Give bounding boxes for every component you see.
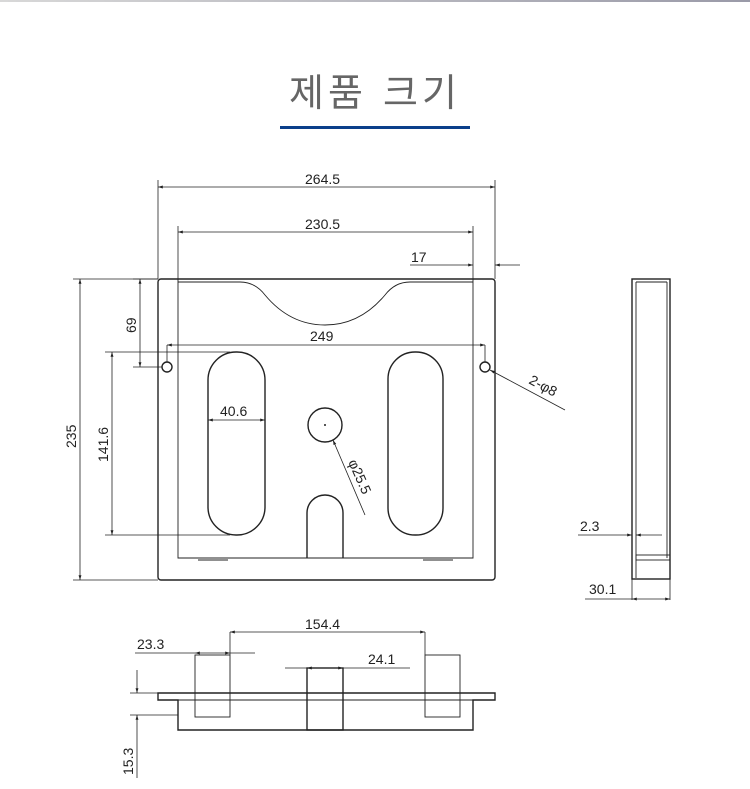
dim-depth: 30.1 (589, 581, 616, 597)
dim-mount-holes: 2-φ8 (527, 372, 561, 400)
dim-overall-width: 264.5 (305, 171, 340, 187)
dim-slot-width: 40.6 (220, 403, 247, 419)
dim-slot-width-bottom: 23.3 (137, 636, 164, 652)
dim-bottom-height: 15.3 (120, 748, 136, 775)
dim-hole-spacing: 249 (310, 328, 334, 344)
top-border (0, 0, 750, 2)
dim-slot-height: 141.6 (95, 427, 111, 462)
dim-side-margin: 17 (411, 249, 427, 265)
dim-wall-thickness: 2.3 (580, 518, 600, 534)
dim-center-hole: φ25.5 (345, 457, 374, 497)
title-underline (280, 126, 470, 129)
page-title: 제품 크기 (289, 71, 461, 115)
dim-hole-offset-top: 69 (123, 317, 139, 333)
dim-inner-width: 230.5 (305, 216, 340, 232)
bottom-view (130, 630, 496, 778)
dim-slot-spacing: 154.4 (305, 616, 340, 632)
dim-center-slot-width: 24.1 (368, 651, 395, 667)
dimension-lines (73, 180, 566, 581)
side-view (578, 278, 671, 601)
dim-overall-height: 235 (63, 424, 79, 448)
